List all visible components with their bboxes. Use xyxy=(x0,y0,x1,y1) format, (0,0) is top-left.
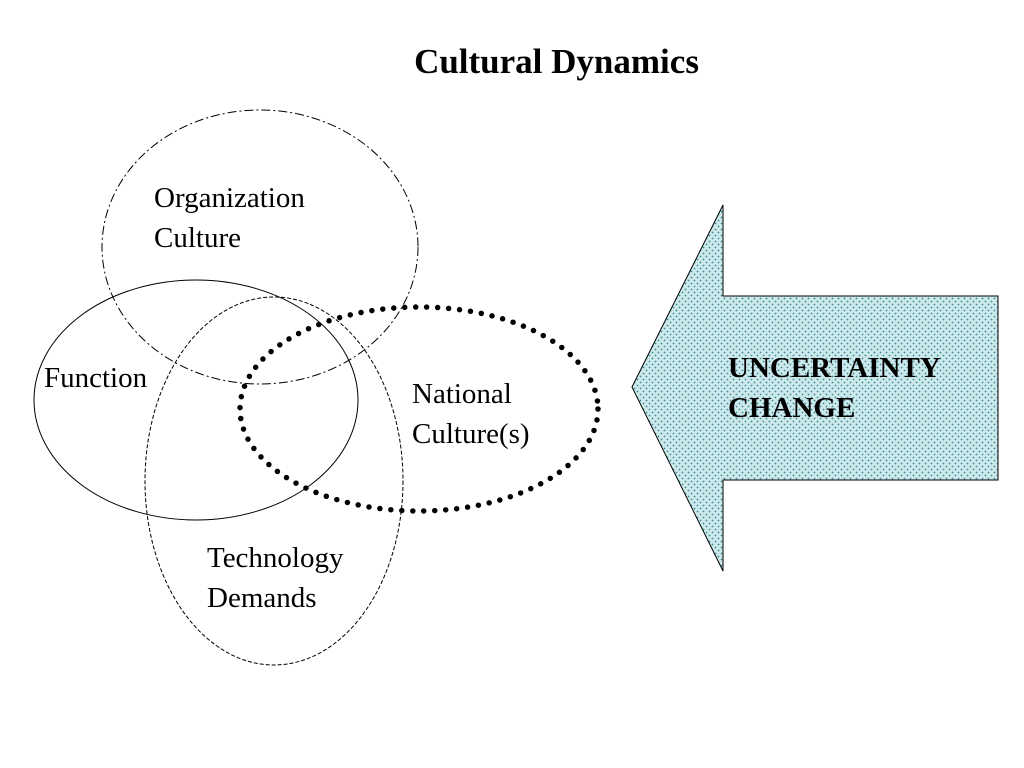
function-label: Function xyxy=(44,362,148,394)
national-culture-ellipse xyxy=(237,304,601,514)
arrow-label: UNCERTAINTY CHANGE xyxy=(728,348,941,428)
national-culture-label: National Culture(s) xyxy=(412,374,530,454)
organization-culture-line1: Organization xyxy=(154,182,305,214)
function-ellipse xyxy=(33,279,359,521)
technology-demands-line1: Technology xyxy=(207,542,344,574)
arrow-label-line1: UNCERTAINTY xyxy=(728,352,941,384)
organization-culture-line2: Culture xyxy=(154,222,241,254)
technology-demands-ellipse xyxy=(144,296,404,666)
technology-demands-line2: Demands xyxy=(207,582,317,614)
arrow-label-line2: CHANGE xyxy=(728,392,856,424)
organization-culture-label: Organization Culture xyxy=(154,178,305,258)
national-culture-line1: National xyxy=(412,378,512,410)
uncertainty-change-arrow xyxy=(631,204,999,572)
organization-culture-ellipse xyxy=(101,109,419,385)
slide-title: Cultural Dynamics xyxy=(414,42,699,81)
national-culture-line2: Culture(s) xyxy=(412,418,530,450)
technology-demands-label: Technology Demands xyxy=(207,538,344,618)
